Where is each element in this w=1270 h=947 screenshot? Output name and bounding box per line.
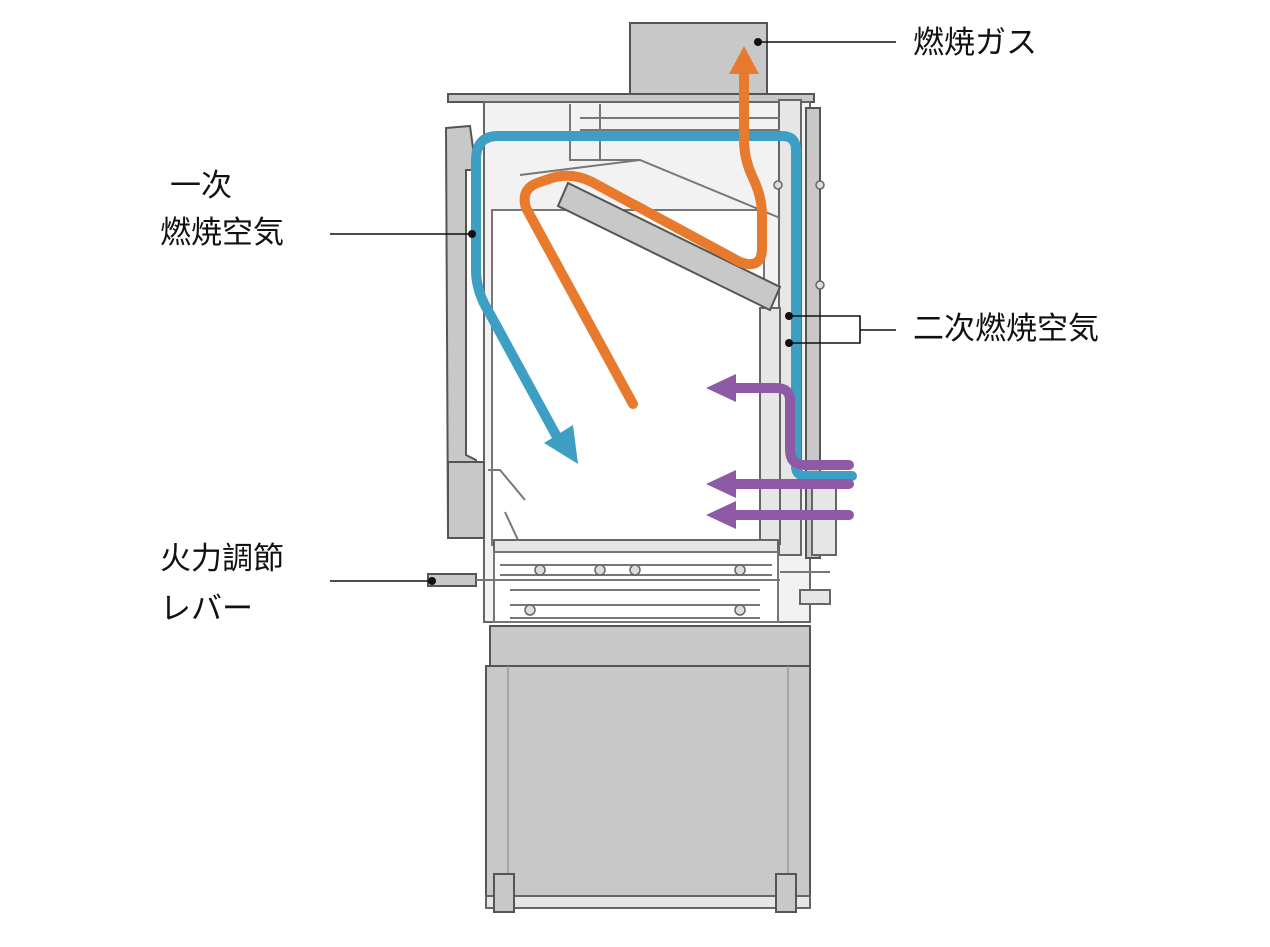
top-inner-frame xyxy=(519,104,781,219)
secondary-air-arrowhead-upper xyxy=(706,374,736,402)
lower-cabinet xyxy=(485,665,811,903)
label-fire-lever-line2: レバー xyxy=(160,591,253,627)
dot-icon xyxy=(754,38,762,46)
primary-air-path xyxy=(471,131,857,481)
leader-lines xyxy=(330,38,896,585)
dot-icon xyxy=(468,230,476,238)
leader-secondary-air xyxy=(789,315,896,344)
top-plate xyxy=(447,93,815,103)
secondary-air-path-upper xyxy=(727,383,854,470)
label-primary-air-line2: 燃焼空気 xyxy=(160,215,284,251)
left-foot xyxy=(493,873,515,913)
label-primary-air-line1: 一次 xyxy=(170,168,232,204)
combustion-gas-path xyxy=(519,69,767,409)
door-latch xyxy=(488,469,526,541)
dot-icon xyxy=(428,577,436,585)
baffle-plate xyxy=(556,181,782,312)
primary-air-flow xyxy=(471,131,857,481)
label-secondary-air: 二次燃焼空気 xyxy=(913,311,1099,347)
left-door-panel-lower xyxy=(447,461,485,539)
primary-air-arrowhead xyxy=(544,425,578,464)
secondary-air-arrowhead-middle xyxy=(706,470,736,498)
right-foot xyxy=(775,873,797,913)
combustion-gas-flow xyxy=(519,46,767,409)
secondary-air-arrowhead-lower xyxy=(706,501,736,529)
dot-icon xyxy=(785,339,793,347)
secondary-air-flow xyxy=(706,374,854,529)
label-fire-lever-line1: 火力調節 xyxy=(160,541,284,577)
stove-structure xyxy=(427,22,837,913)
combustion-gas-arrowhead xyxy=(729,46,759,74)
base-plinth xyxy=(485,895,811,909)
grate-assembly xyxy=(493,539,779,623)
ash-drawer-front xyxy=(489,625,811,667)
dot-icon xyxy=(785,312,793,320)
secondary-air-duct xyxy=(759,307,781,545)
right-side-panel xyxy=(805,107,821,559)
label-exhaust-gas: 燃焼ガス xyxy=(913,25,1037,61)
